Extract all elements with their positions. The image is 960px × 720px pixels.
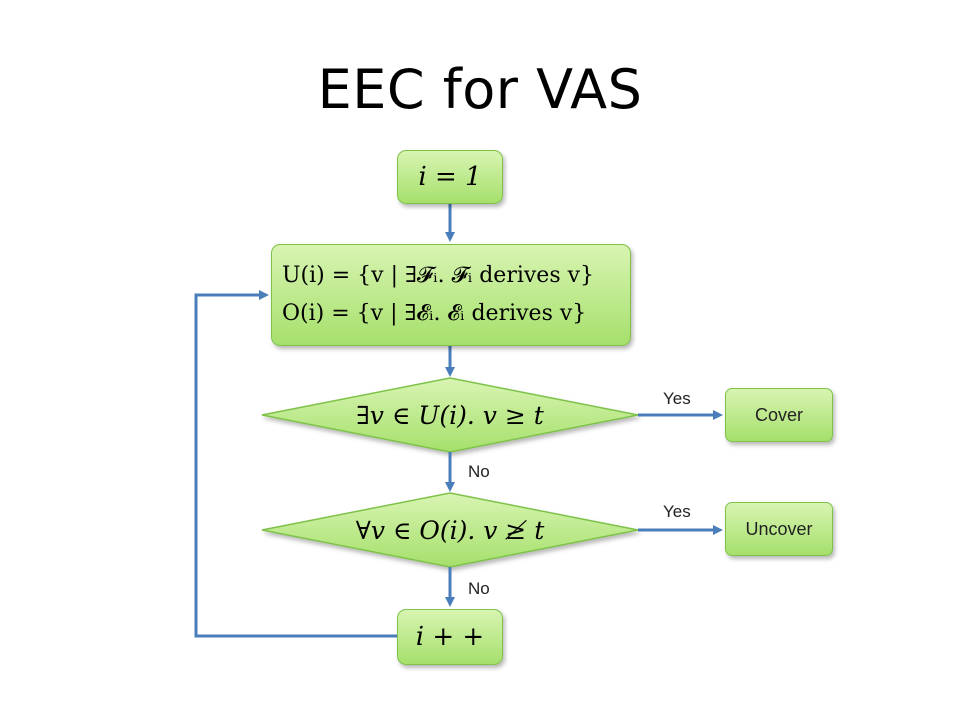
edge-label-yes-cover: Yes bbox=[663, 389, 691, 408]
slide-title: EEC for VAS bbox=[317, 58, 643, 121]
arrow-loop-back bbox=[194, 290, 398, 638]
uncover-result-label: Uncover bbox=[745, 518, 813, 539]
cover-check-label: ∃v ∈ U(i). v ≥ t bbox=[356, 400, 544, 430]
edge-label-no-uncover: No bbox=[468, 579, 490, 598]
increment-label: i + + bbox=[415, 622, 485, 652]
cover-result-box: Cover bbox=[725, 388, 833, 442]
uncover-check-label: ∀v ∈ O(i). v ≱ t bbox=[355, 515, 545, 545]
increment-box: i + + bbox=[397, 609, 503, 665]
init-box: i = 1 bbox=[397, 150, 503, 204]
edge-label-no-cover: No bbox=[468, 462, 490, 481]
upper-set-definition: U(i) = {v | ∃𝓕ᵢ. 𝓕ᵢ derives v} bbox=[282, 263, 595, 288]
lower-set-definition: O(i) = {v | ∃𝓔ᵢ. 𝓔ᵢ derives v} bbox=[282, 301, 587, 326]
edge-label-yes-uncover: Yes bbox=[663, 502, 691, 521]
init-label: i = 1 bbox=[418, 162, 482, 192]
uncover-result-box: Uncover bbox=[725, 502, 833, 556]
sets-box: U(i) = {v | ∃𝓕ᵢ. 𝓕ᵢ derives v} O(i) = {v… bbox=[271, 244, 631, 346]
cover-result-label: Cover bbox=[754, 404, 803, 425]
